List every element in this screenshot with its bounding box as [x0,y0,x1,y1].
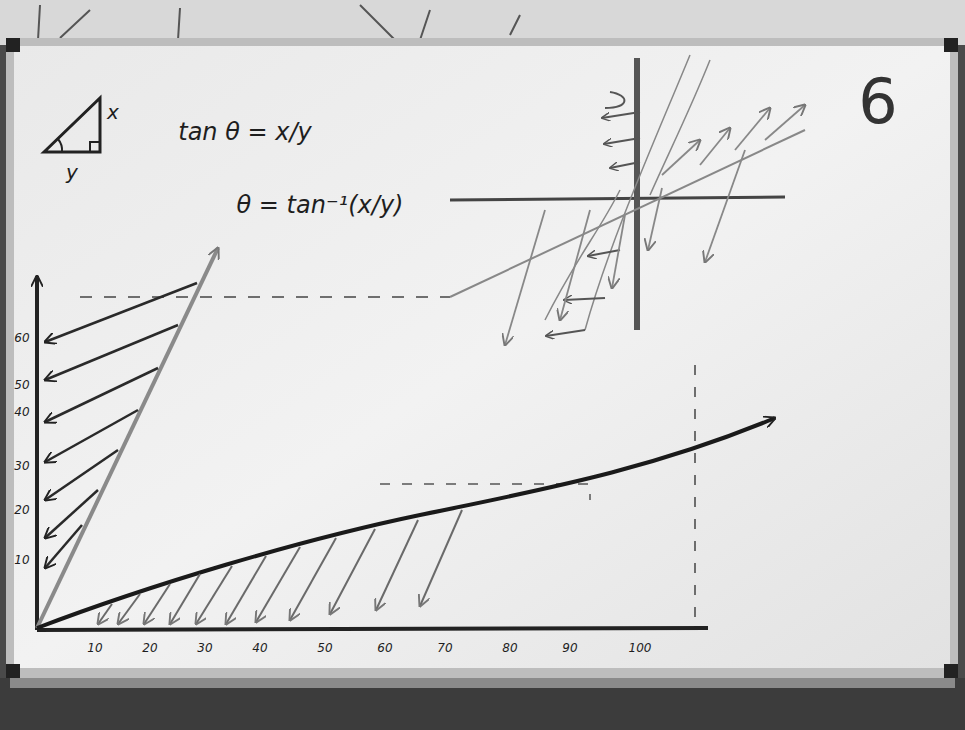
axis-tick-label: 10 [14,554,29,566]
axis-tick-label: 10 [87,642,102,654]
axis-tick-label: 30 [197,642,212,654]
axis-tick-label: 40 [252,642,267,654]
board-number: 6 [858,71,897,133]
axis-tick-label: 90 [562,642,577,654]
axis-tick-label: 40 [14,406,29,418]
axis-tick-label: 60 [14,332,29,344]
side-label: y [66,162,78,182]
axis-tick-label: 20 [142,642,157,654]
axis-tick-label: 80 [502,642,517,654]
axis-tick-label: 60 [377,642,392,654]
axis-tick-label: 50 [14,379,29,391]
side-label: x [107,102,119,122]
formula: tan θ = x/y [178,120,312,144]
axis-tick-label: 70 [437,642,452,654]
formula: θ = tan⁻¹(x/y) [237,193,404,217]
axis-tick-label: 30 [14,460,29,472]
axis-tick-label: 100 [629,642,652,654]
axis-tick-label: 50 [317,642,332,654]
axis-tick-label: 20 [14,504,29,516]
